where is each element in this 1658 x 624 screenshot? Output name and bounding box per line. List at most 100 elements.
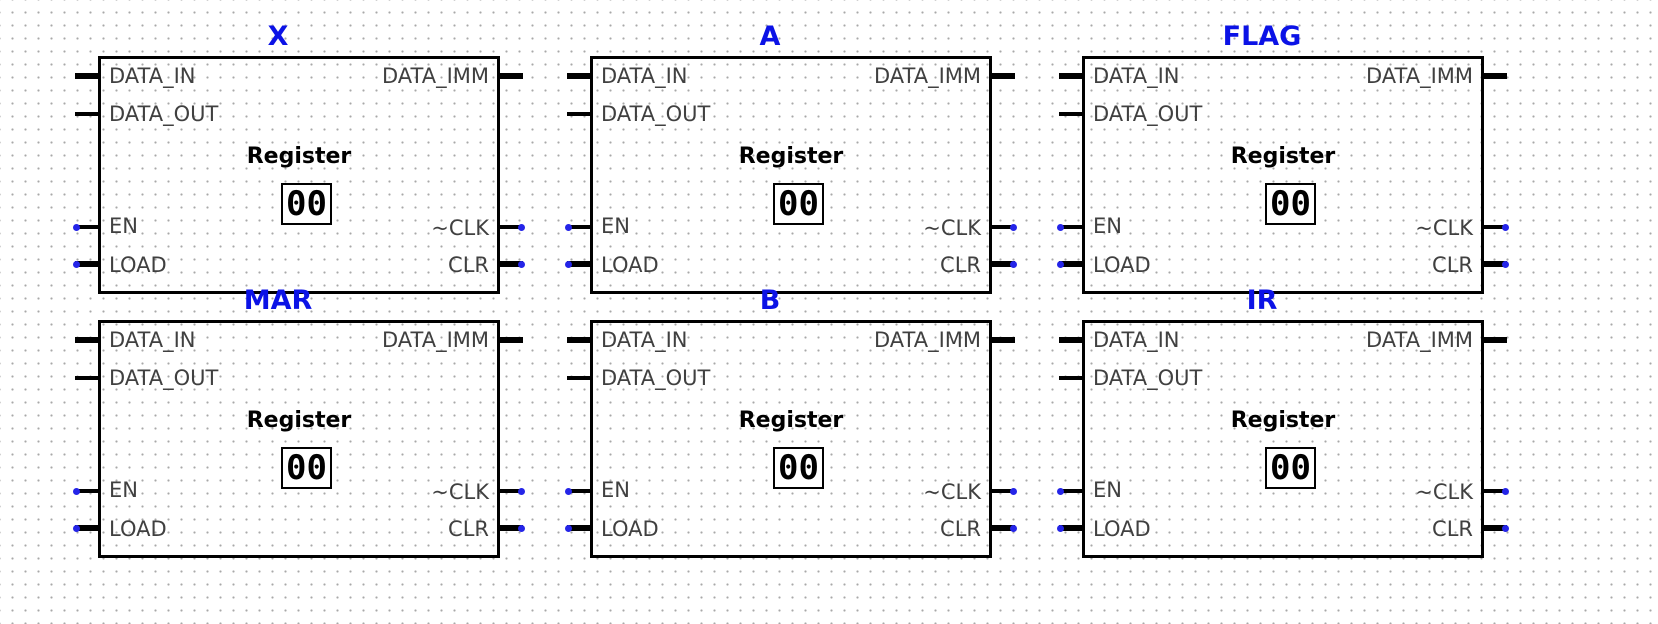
register-value-display: 00 xyxy=(773,183,824,225)
en-pin[interactable] xyxy=(73,223,99,231)
data-in-pin[interactable] xyxy=(75,73,99,79)
clk-label: ~CLK xyxy=(923,480,981,504)
data-in-pin[interactable] xyxy=(567,73,591,79)
pin-connection-dot xyxy=(1057,487,1064,495)
data-imm-label: DATA_IMM xyxy=(381,64,489,88)
data-in-label: DATA_IN xyxy=(601,328,688,352)
data-in-pin[interactable] xyxy=(1059,337,1083,343)
data-out-pin[interactable] xyxy=(567,112,591,116)
data-imm-pin[interactable] xyxy=(1483,337,1507,343)
en-label: EN xyxy=(1093,214,1122,238)
data-in-pin[interactable] xyxy=(1059,73,1083,79)
pin-connection-dot xyxy=(1010,487,1017,495)
data-imm-label: DATA_IMM xyxy=(1365,64,1473,88)
data-out-pin[interactable] xyxy=(75,112,99,116)
register-flag[interactable]: FLAG DATA_IN DATA_OUT DATA_IMM Register … xyxy=(1057,21,1509,294)
pin-connection-dot xyxy=(1057,260,1064,268)
load-label: LOAD xyxy=(1093,517,1151,541)
register-value-display: 00 xyxy=(281,447,332,489)
pin-connection-dot xyxy=(1057,524,1064,532)
clr-pin[interactable] xyxy=(1483,260,1509,268)
clr-label: CLR xyxy=(448,253,489,277)
register-body[interactable]: DATA_IN DATA_OUT DATA_IMM Register 00 EN… xyxy=(73,56,525,294)
clr-pin[interactable] xyxy=(991,524,1017,532)
register-body[interactable]: DATA_IN DATA_OUT DATA_IMM Register 00 EN… xyxy=(1057,56,1509,294)
load-pin[interactable] xyxy=(73,524,99,532)
data-out-label: DATA_OUT xyxy=(1093,102,1203,126)
data-in-pin[interactable] xyxy=(567,337,591,343)
pin-connection-dot xyxy=(1502,223,1509,231)
pin-connection-dot xyxy=(518,260,525,268)
clr-label: CLR xyxy=(940,517,981,541)
clk-pin[interactable] xyxy=(499,223,525,231)
load-pin[interactable] xyxy=(1057,524,1083,532)
clk-label: ~CLK xyxy=(431,216,489,240)
data-in-label: DATA_IN xyxy=(601,64,688,88)
register-body[interactable]: DATA_IN DATA_OUT DATA_IMM Register 00 EN… xyxy=(565,56,1017,294)
data-imm-label: DATA_IMM xyxy=(873,64,981,88)
register-value-display: 00 xyxy=(1265,183,1316,225)
data-imm-pin[interactable] xyxy=(499,337,523,343)
data-imm-pin[interactable] xyxy=(991,73,1015,79)
en-label: EN xyxy=(601,214,630,238)
data-out-pin[interactable] xyxy=(1059,112,1083,116)
clk-pin[interactable] xyxy=(991,223,1017,231)
en-pin[interactable] xyxy=(1057,223,1083,231)
en-pin[interactable] xyxy=(73,487,99,495)
pin-connection-dot xyxy=(73,223,80,231)
clk-label: ~CLK xyxy=(1415,216,1473,240)
register-x[interactable]: X DATA_IN DATA_OUT DATA_IMM Register 00 … xyxy=(73,21,525,294)
en-pin[interactable] xyxy=(565,223,591,231)
pin-connection-dot xyxy=(73,487,80,495)
en-pin[interactable] xyxy=(565,487,591,495)
register-name: MAR xyxy=(243,285,313,316)
clr-pin[interactable] xyxy=(499,260,525,268)
clr-pin[interactable] xyxy=(499,524,525,532)
clk-label: ~CLK xyxy=(431,480,489,504)
register-value-display: 00 xyxy=(1265,447,1316,489)
clk-pin[interactable] xyxy=(1483,487,1509,495)
data-out-pin[interactable] xyxy=(567,376,591,380)
register-body[interactable]: DATA_IN DATA_OUT DATA_IMM Register 00 EN… xyxy=(73,320,525,558)
load-pin[interactable] xyxy=(565,260,591,268)
data-out-pin[interactable] xyxy=(75,376,99,380)
data-imm-pin[interactable] xyxy=(991,337,1015,343)
clr-label: CLR xyxy=(1432,517,1473,541)
data-out-label: DATA_OUT xyxy=(109,102,219,126)
register-type-label: Register xyxy=(246,144,352,169)
clr-pin[interactable] xyxy=(991,260,1017,268)
register-ir[interactable]: IR DATA_IN DATA_OUT DATA_IMM Register 00… xyxy=(1057,285,1509,558)
load-label: LOAD xyxy=(109,253,167,277)
clk-pin[interactable] xyxy=(991,487,1017,495)
data-out-label: DATA_OUT xyxy=(601,366,711,390)
pin-connection-dot xyxy=(518,223,525,231)
load-pin[interactable] xyxy=(565,524,591,532)
clk-pin[interactable] xyxy=(1483,223,1509,231)
clr-label: CLR xyxy=(940,253,981,277)
register-b[interactable]: B DATA_IN DATA_OUT DATA_IMM Register 00 … xyxy=(565,285,1017,558)
data-out-label: DATA_OUT xyxy=(1093,366,1203,390)
register-body[interactable]: DATA_IN DATA_OUT DATA_IMM Register 00 EN… xyxy=(565,320,1017,558)
data-out-pin[interactable] xyxy=(1059,376,1083,380)
pin-connection-dot xyxy=(565,524,572,532)
pin-connection-dot xyxy=(1502,524,1509,532)
clr-pin[interactable] xyxy=(1483,524,1509,532)
data-in-label: DATA_IN xyxy=(1093,328,1180,352)
clk-pin[interactable] xyxy=(499,487,525,495)
data-imm-pin[interactable] xyxy=(1483,73,1507,79)
register-name: FLAG xyxy=(1222,21,1302,52)
clk-label: ~CLK xyxy=(1415,480,1473,504)
pin-connection-dot xyxy=(73,260,80,268)
load-pin[interactable] xyxy=(1057,260,1083,268)
data-imm-pin[interactable] xyxy=(499,73,523,79)
data-in-pin[interactable] xyxy=(75,337,99,343)
en-pin[interactable] xyxy=(1057,487,1083,495)
pin-connection-dot xyxy=(565,223,572,231)
register-a[interactable]: A DATA_IN DATA_OUT DATA_IMM Register 00 … xyxy=(565,21,1017,294)
register-name: A xyxy=(759,21,781,52)
register-mar[interactable]: MAR DATA_IN DATA_OUT DATA_IMM Register 0… xyxy=(73,285,525,558)
pin-connection-dot xyxy=(1057,223,1064,231)
register-body[interactable]: DATA_IN DATA_OUT DATA_IMM Register 00 EN… xyxy=(1057,320,1509,558)
load-pin[interactable] xyxy=(73,260,99,268)
